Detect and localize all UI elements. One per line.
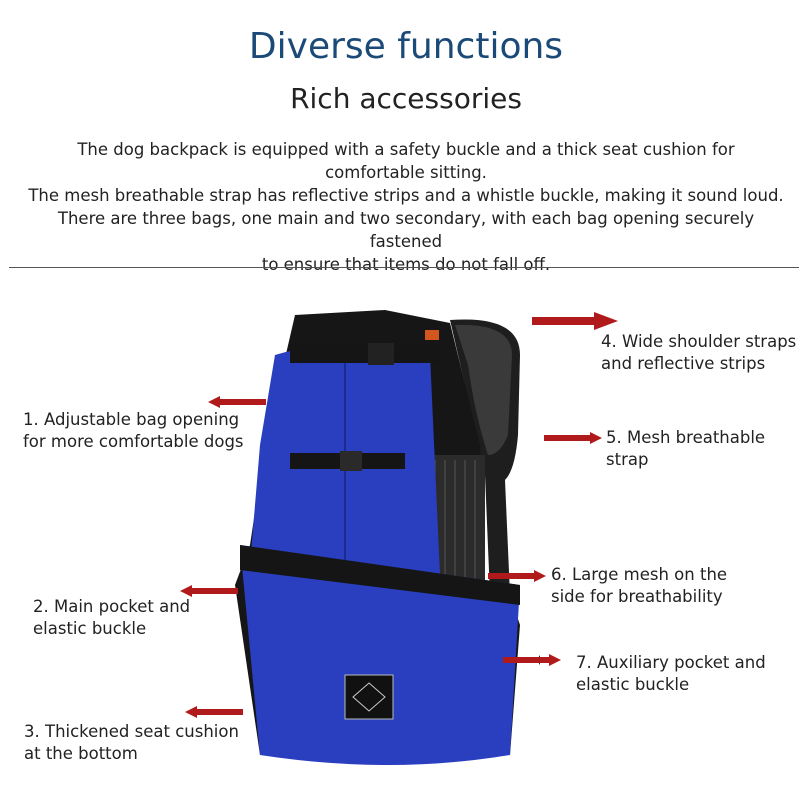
callout-line: 4. Wide shoulder straps — [601, 332, 797, 351]
callout-line: 6. Large mesh on the — [551, 565, 728, 584]
callout-line: 2. Main pocket and — [33, 597, 191, 616]
callout-line: for more comfortable dogs — [23, 432, 244, 451]
callout-shoulder-straps: 4. Wide shoulder straps and reflective s… — [601, 331, 796, 375]
arrow-right-icon — [503, 654, 561, 666]
callout-line: elastic buckle — [33, 619, 147, 638]
divider — [9, 267, 799, 268]
callout-mesh-strap: 5. Mesh breathable strap — [606, 427, 765, 471]
arrow-right-icon — [544, 432, 602, 444]
arrow-left-icon — [180, 585, 238, 597]
description-line: There are three bags, one main and two s… — [57, 209, 755, 251]
arrow-left-icon — [185, 706, 243, 718]
callout-line: elastic buckle — [576, 675, 690, 694]
description-line: The mesh breathable strap has reflective… — [28, 186, 784, 205]
arrow-left-icon — [208, 396, 266, 408]
arrow-right-icon — [488, 570, 546, 582]
description-line: to ensure that items do not fall off. — [261, 255, 551, 274]
callout-line: 1. Adjustable bag opening — [23, 410, 240, 429]
callout-seat-cushion: 3. Thickened seat cushion at the bottom — [24, 721, 239, 765]
callout-line: at the bottom — [24, 744, 138, 763]
callout-adjustable-opening: 1. Adjustable bag opening for more comfo… — [23, 409, 244, 453]
dog-backpack-image — [235, 310, 540, 765]
arrow-right-icon — [532, 312, 618, 330]
description-line: comfortable sitting. — [325, 163, 487, 182]
callout-side-mesh: 6. Large mesh on the side for breathabil… — [551, 564, 727, 608]
callout-line: 3. Thickened seat cushion — [24, 722, 239, 741]
page-subtitle: Rich accessories — [290, 82, 522, 115]
callout-line: and reflective strips — [601, 354, 766, 373]
callout-main-pocket: 2. Main pocket and elastic buckle — [33, 596, 190, 640]
callout-auxiliary-pocket: 7. Auxiliary pocket and elastic buckle — [576, 652, 766, 696]
description-line: The dog backpack is equipped with a safe… — [77, 140, 735, 159]
callout-line: side for breathability — [551, 587, 723, 606]
callout-line: 7. Auxiliary pocket and — [576, 653, 766, 672]
description: The dog backpack is equipped with a safe… — [20, 138, 792, 276]
callout-line: strap — [606, 450, 649, 469]
callout-line: 5. Mesh breathable — [606, 428, 766, 447]
page-title: Diverse functions — [248, 26, 564, 67]
